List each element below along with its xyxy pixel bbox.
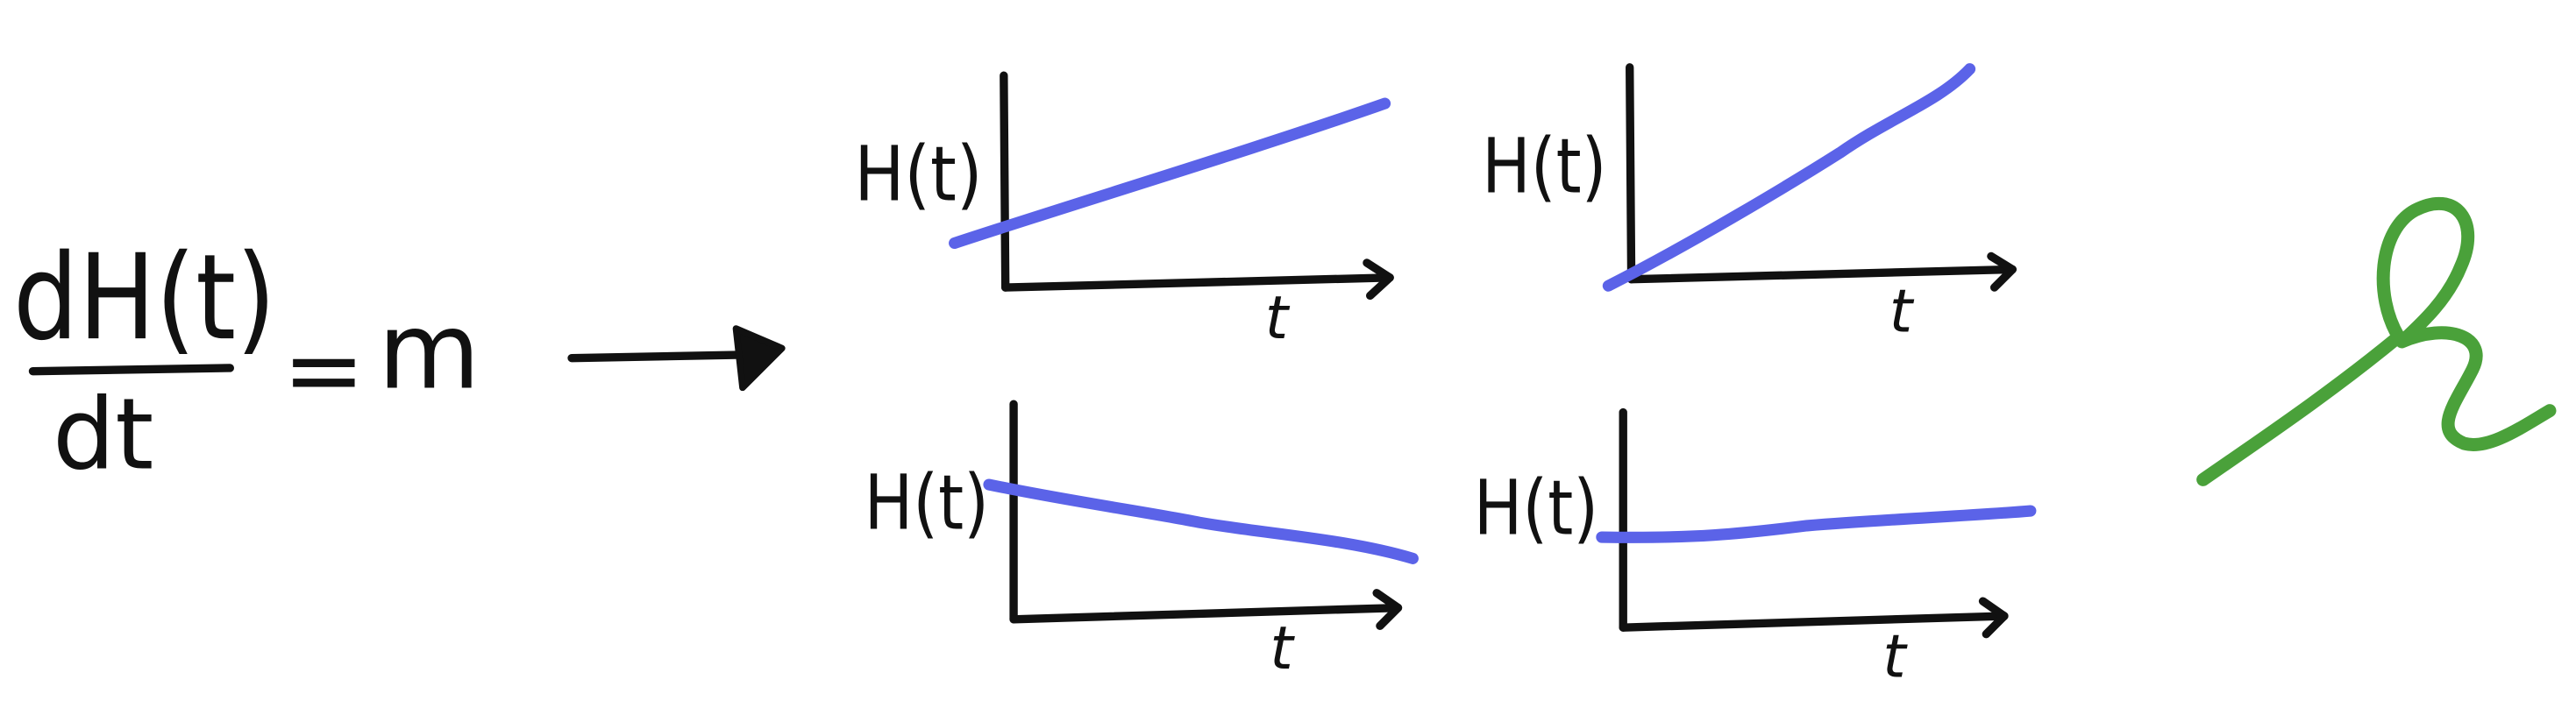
x-axis-arrowhead bbox=[1372, 589, 1403, 630]
equation-rhs: m bbox=[378, 291, 480, 413]
x-axis-arrowhead bbox=[1987, 251, 2017, 292]
graph-increasing: H(t) t bbox=[854, 71, 1394, 352]
y-axis bbox=[1626, 63, 1636, 284]
graph-ylabel: H(t) bbox=[854, 131, 982, 219]
equation: dH(t) dt = m bbox=[13, 229, 480, 492]
x-axis-arrowhead bbox=[1363, 258, 1394, 301]
equation-denominator: dt bbox=[53, 377, 153, 492]
x-axis bbox=[1626, 265, 2017, 284]
x-axis-arrowhead bbox=[1978, 597, 2009, 639]
x-axis bbox=[1001, 273, 1394, 292]
signature-squiggle bbox=[2196, 196, 2557, 486]
trend-line bbox=[1596, 505, 2037, 543]
graph-decreasing: H(t) t bbox=[865, 400, 1419, 683]
trend-line bbox=[983, 478, 1419, 564]
trend-line bbox=[949, 97, 1391, 250]
graph-ylabel: H(t) bbox=[865, 460, 989, 548]
graph-xlabel: t bbox=[1882, 621, 1908, 690]
x-axis bbox=[1009, 603, 1403, 624]
graph-steeper-increasing: H(t) t bbox=[1482, 63, 2017, 346]
equation-numerator: dH(t) bbox=[13, 229, 276, 366]
graph-ylabel: H(t) bbox=[1482, 123, 1606, 210]
graph-near-flat: H(t) t bbox=[1474, 407, 2037, 690]
equation-equals: = bbox=[282, 313, 365, 428]
x-axis bbox=[1619, 612, 2009, 632]
trend-line bbox=[1602, 63, 1976, 292]
y-axis bbox=[1000, 71, 1010, 292]
right-arrow-icon bbox=[567, 325, 786, 392]
graph-xlabel: t bbox=[1265, 283, 1291, 352]
graph-ylabel: H(t) bbox=[1474, 464, 1598, 552]
fraction-bar bbox=[28, 364, 235, 376]
graph-xlabel: t bbox=[1270, 613, 1295, 683]
graph-xlabel: t bbox=[1889, 277, 1915, 346]
